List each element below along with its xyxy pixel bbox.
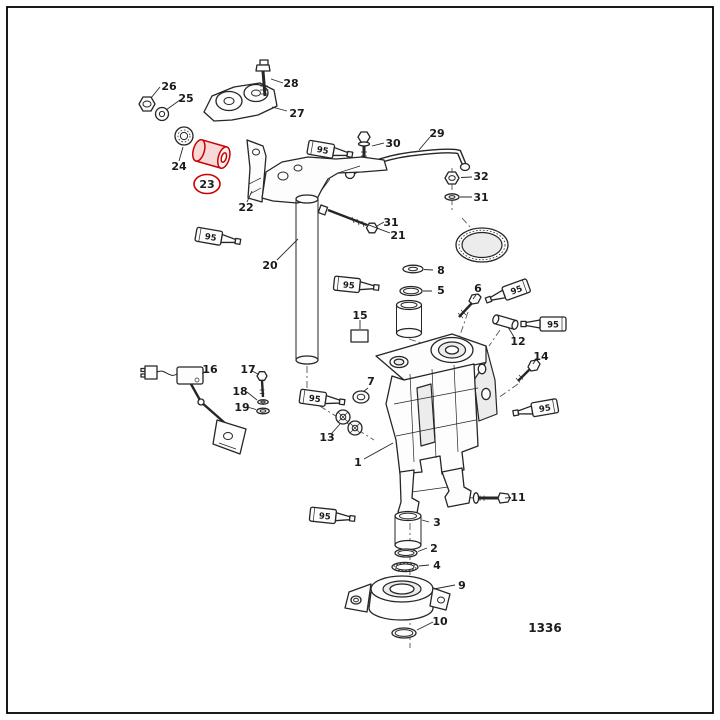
callout-part-16: 16 xyxy=(202,363,218,376)
callout-part-25: 25 xyxy=(178,92,193,105)
callout-part-28: 28 xyxy=(283,77,298,90)
callout-part-6: 6 xyxy=(474,282,482,295)
callout-part-31: 31 xyxy=(473,191,488,204)
callout-part-22: 22 xyxy=(238,201,253,214)
part-bolt-6 xyxy=(457,293,482,319)
callout-part-32: 32 xyxy=(473,170,488,183)
lube-tube-95 xyxy=(332,275,381,296)
part-clamp-block-27 xyxy=(203,82,278,122)
part-seal-carrier-ring xyxy=(455,227,509,263)
part-bolt-14 xyxy=(515,359,541,383)
callout-part-8: 8 xyxy=(437,264,445,277)
callout-part-13: 13 xyxy=(319,431,334,444)
part-steering-arm xyxy=(261,156,388,204)
callout-part-15: 15 xyxy=(352,309,367,322)
part-washer-25 xyxy=(154,106,170,122)
part-bushing-23-highlighted xyxy=(192,138,231,169)
part-bushing-7 xyxy=(352,390,370,404)
part-oring-2 xyxy=(394,548,418,558)
part-washer-24 xyxy=(174,126,194,146)
part-washer-19 xyxy=(256,407,270,415)
part-bolt-17 xyxy=(256,371,268,398)
part-washer-18 xyxy=(257,399,269,405)
callout-part-12: 12 xyxy=(510,335,525,348)
part-tilt-tube-20 xyxy=(295,194,319,365)
part-bolt-21 xyxy=(317,204,379,234)
part-washer-8 xyxy=(402,264,424,274)
callout-part-21: 21 xyxy=(390,229,405,242)
callout-part-29: 29 xyxy=(429,127,444,140)
part-pin-12 xyxy=(492,314,519,330)
callout-part-19: 19 xyxy=(234,401,249,414)
part-locknut-26 xyxy=(138,96,156,112)
part-trim-sender-16 xyxy=(140,365,247,455)
lube-tube-95 xyxy=(511,397,560,421)
callout-part-18: 18 xyxy=(232,385,247,398)
part-swivel-housing-9 xyxy=(344,575,451,621)
callout-part-27: 27 xyxy=(289,107,304,120)
callout-part-11: 11 xyxy=(510,491,525,504)
callout-part-14: 14 xyxy=(533,350,549,363)
part-bracket-22 xyxy=(246,139,267,203)
lube-tube-95 xyxy=(308,506,357,527)
lube-tube-95 xyxy=(520,316,567,332)
part-decal-15 xyxy=(350,329,369,343)
callout-part-5: 5 xyxy=(437,284,445,297)
part-washer-31 xyxy=(444,193,460,201)
lube-tube-95 xyxy=(483,277,532,308)
page-border xyxy=(6,6,714,714)
callout-part-3: 3 xyxy=(433,516,441,529)
part-bushing-3-upper xyxy=(395,299,423,339)
part-wave-ring-4 xyxy=(391,561,419,573)
callout-part-17: 17 xyxy=(240,363,255,376)
lube-tube-95 xyxy=(194,226,243,250)
callout-part-9: 9 xyxy=(458,579,466,592)
part-locknut-32 xyxy=(444,171,460,185)
part-bushing-3-lower xyxy=(394,510,422,551)
callout-part-20: 20 xyxy=(262,259,278,272)
part-oring-5 xyxy=(399,285,423,297)
callout-leader-lines xyxy=(150,78,538,631)
part-washers-13 xyxy=(335,409,363,436)
callout-part-23-highlighted: 23 xyxy=(199,178,214,191)
callout-part-31b: 31 xyxy=(383,216,398,229)
part-oring-10 xyxy=(391,627,417,639)
callout-part-24: 24 xyxy=(171,160,187,173)
lube-tube-95 xyxy=(298,388,347,410)
callout-part-4: 4 xyxy=(433,559,441,572)
callout-part-1: 1 xyxy=(354,456,362,469)
callout-part-2: 2 xyxy=(430,542,438,555)
callout-part-30: 30 xyxy=(385,137,401,150)
part-bolt-11 xyxy=(472,492,511,504)
highlight-circle xyxy=(193,173,221,195)
callout-part-26: 26 xyxy=(161,80,177,93)
part-swivel-bracket-1 xyxy=(375,333,498,517)
page-number: 1336 xyxy=(528,621,561,635)
callout-part-7: 7 xyxy=(367,375,375,388)
callout-part-10: 10 xyxy=(432,615,448,628)
part-bolt-28 xyxy=(255,59,271,97)
